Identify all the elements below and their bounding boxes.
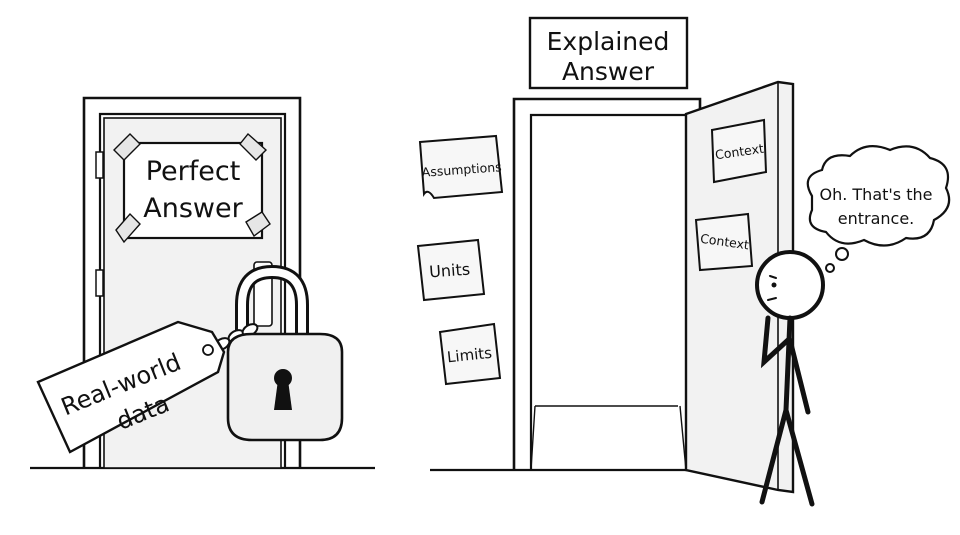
figure-arm-side: [787, 337, 811, 415]
thought-line-1: Oh. That's the: [820, 185, 933, 204]
sticky-note-context-2: Context: [694, 212, 754, 272]
figure-head: [755, 250, 825, 320]
hinge-icon: [95, 151, 104, 179]
figure-body: [783, 315, 793, 413]
perfect-answer-sign: Perfect Answer: [113, 132, 271, 244]
hinge-icon: [95, 269, 104, 297]
explained-answer-sign: Explained Answer: [528, 16, 689, 90]
sticky-note-context-1: Context: [710, 118, 768, 184]
door-frame-right: [512, 97, 702, 470]
stick-figure: [755, 250, 825, 507]
open-door-group: Explained Answer Assumptions Units Limit…: [416, 16, 795, 494]
figure-arm-chin: [760, 315, 791, 369]
note-context-1-text: Context: [714, 141, 765, 163]
padlock-icon: [226, 332, 344, 442]
door-frame-inner-right: [529, 113, 686, 470]
figure-legs: [759, 407, 815, 507]
sign-line-1: Perfect: [146, 156, 241, 187]
locked-door-group: Perfect Answer Real-world data: [30, 96, 375, 470]
sticky-note-units: Units: [416, 238, 486, 302]
note-context-2-text: Context: [699, 231, 750, 253]
sticky-note-limits: Limits: [438, 322, 502, 386]
note-units-text: Units: [429, 260, 471, 282]
tape-icon: [113, 132, 271, 244]
note-limits-text: Limits: [446, 344, 493, 367]
note-assumptions-text: Assumptions: [421, 159, 502, 180]
thought-bubble: Oh. That's the entrance.: [806, 145, 951, 273]
header-line-1: Explained: [547, 27, 670, 56]
thought-line-2: entrance.: [838, 209, 915, 228]
sign-line-2: Answer: [143, 193, 243, 224]
header-line-2: Answer: [562, 57, 655, 86]
sticky-note-assumptions: Assumptions: [418, 134, 504, 200]
